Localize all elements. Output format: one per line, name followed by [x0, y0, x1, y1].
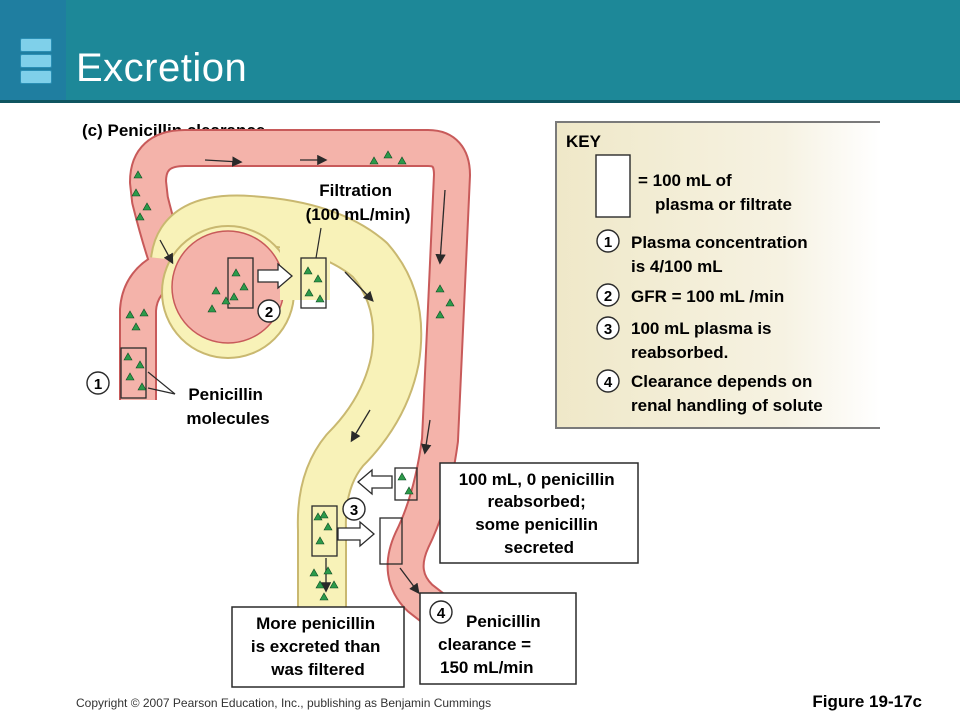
figure-label: Figure 19-17c	[812, 692, 922, 711]
step-4-marker	[429, 600, 453, 624]
key-item-3: 3 100 mL plasma is reabsorbed.	[596, 316, 776, 362]
filtration-line-2: (100 mL/min)	[306, 205, 411, 224]
excreted-line-1: More penicillin	[256, 614, 375, 633]
key-item-4: 4 Clearance depends on renal handling of…	[596, 369, 823, 415]
svg-text:2: 2	[265, 304, 273, 321]
svg-text:Clearance depends on r: Clearance depends on renal handling of s…	[631, 372, 823, 415]
reabsorption-arrow	[357, 468, 393, 496]
secretion-arrow	[337, 520, 375, 548]
key-box-label: = 100 mL of plasma or filtrate	[638, 171, 792, 214]
svg-text:1: 1	[604, 234, 612, 251]
step-1-marker: 1	[86, 371, 110, 395]
flow-arrows	[159, 154, 446, 595]
header-bar: Excretion	[0, 0, 960, 103]
svg-text:100 mL plasma is reabs: 100 mL plasma is reabsorbed.	[631, 319, 776, 362]
excreted-line-3: was filtered	[270, 660, 365, 679]
clearance-line-1: Penicillin	[466, 612, 541, 631]
svg-text:2: 2	[604, 288, 612, 305]
penicillin-label-line-1: Penicillin	[188, 385, 263, 404]
svg-text:Plasma concentration i: Plasma concentration is 4/100 mL	[631, 233, 812, 276]
excreted-line-2: is excreted than	[251, 637, 380, 656]
svg-text:100 mL, 0 penicillin rea: 100 mL, 0 penicillin reabsorbed; some pe…	[459, 470, 620, 557]
filtration-label: Filtration (100 mL/min)	[306, 181, 411, 224]
key-panel: KEY = 100 mL of plasma or filtrate 1 Pla…	[555, 121, 880, 429]
volume-boxes	[120, 257, 418, 565]
svg-text:4: 4	[604, 374, 613, 391]
penicillin-molecules-label: Penicillin molecules	[186, 385, 269, 428]
penicillin-label-line-2: molecules	[186, 409, 269, 428]
key-volume-box	[595, 154, 631, 218]
filtration-line-1: Filtration	[319, 181, 392, 200]
key-item-2: 2 GFR = 100 mL /min	[596, 283, 784, 307]
key-item-1: 1 Plasma concentration is 4/100 mL	[596, 229, 812, 276]
transfer-arrows	[257, 262, 393, 548]
reabsorbed-line-3: some penicillin	[475, 515, 598, 534]
svg-text:GFR = 100 mL /min: GFR = 100 mL /min	[631, 287, 784, 306]
clearance-box: 4 Penicillin clearance = 150 mL/min	[419, 592, 577, 685]
reabsorbed-line-4: secreted	[504, 538, 574, 557]
menu-bars-icon	[0, 0, 66, 100]
reabsorbed-secreted-box: 100 mL, 0 penicillin reabsorbed; some pe…	[439, 462, 639, 564]
leader-lines	[147, 227, 322, 395]
svg-text:Penicillin clearance =: Penicillin clearance = 150 mL/min	[438, 612, 545, 677]
filtration-arrow	[257, 262, 293, 290]
svg-text:3: 3	[604, 321, 612, 338]
step-2-marker: 2	[257, 299, 281, 323]
reabsorbed-line-1: 100 mL, 0 penicillin	[459, 470, 615, 489]
more-excreted-box: More penicillin is excreted than was fil…	[231, 606, 405, 688]
page-title: Excretion	[76, 46, 248, 90]
svg-text:1: 1	[94, 376, 102, 393]
copyright-notice: Copyright © 2007 Pearson Education, Inc.…	[76, 696, 492, 710]
penicillin-molecules	[123, 150, 455, 601]
key-heading: KEY	[566, 132, 602, 151]
svg-text:3: 3	[350, 502, 358, 519]
step-4-number: 4	[437, 605, 446, 622]
clearance-line-3: 150 mL/min	[440, 658, 534, 677]
step-3-marker: 3	[342, 497, 366, 521]
clearance-line-2: clearance =	[438, 635, 531, 654]
reabsorbed-line-2: reabsorbed;	[488, 492, 586, 511]
svg-text:More penicillin is excre: More penicillin is excreted than was fil…	[251, 614, 385, 679]
